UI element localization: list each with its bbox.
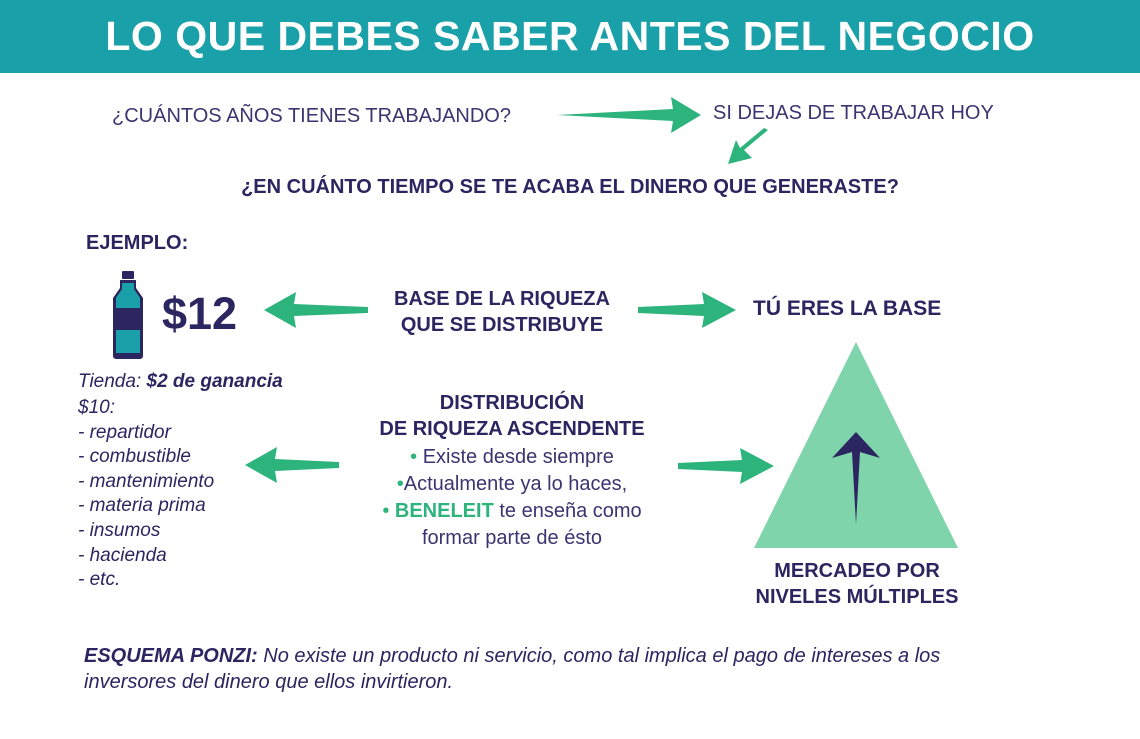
- mlm-label: MERCADEO POR NIVELES MÚLTIPLES: [718, 558, 996, 610]
- bullet-item-continued: formar parte de ésto: [421, 527, 603, 549]
- wealth-base: BASE DE LA RIQUEZA QUE SE DISTRIBUYE: [372, 286, 632, 338]
- arrow-left-icon: [264, 292, 368, 328]
- bullet-icon: •: [396, 473, 404, 495]
- ponzi-text: No existe un producto ni servicio, como …: [257, 645, 941, 667]
- main-question: ¿EN CUÁNTO TIEMPO SE TE ACABA EL DINERO …: [241, 176, 899, 198]
- page-title: LO QUE DEBES SABER ANTES DEL NEGOCIO: [105, 13, 1035, 59]
- ponzi-note: ESQUEMA PONZI: No existe un producto ni …: [84, 643, 1084, 695]
- cost-total: $10:: [78, 397, 115, 418]
- list-item: - insumos: [78, 519, 161, 541]
- list-item: - mantenimiento: [78, 470, 215, 492]
- list-item: - combustible: [78, 446, 191, 468]
- store-profit: $2 de ganancia: [146, 371, 283, 392]
- distribution-bullets: • Existe desde siempre •Actualmente ya l…: [332, 444, 692, 552]
- arrow-down-left-icon: [728, 128, 768, 164]
- header-banner: LO QUE DEBES SABER ANTES DEL NEGOCIO: [0, 0, 1140, 73]
- arrow-up-icon: [832, 432, 880, 524]
- distribution-line2: DE RIQUEZA ASCENDENTE: [379, 418, 645, 440]
- bullet-text: Existe desde siempre: [422, 446, 614, 468]
- ponzi-label: ESQUEMA PONZI:: [84, 645, 258, 667]
- arrow-right-icon: [638, 292, 736, 328]
- example-label: EJEMPLO:: [86, 232, 189, 254]
- bullet-item: • Existe desde siempre: [332, 444, 692, 471]
- bullet-item: • BENELEIT te enseña como: [332, 498, 692, 525]
- list-item: - repartidor: [78, 421, 171, 443]
- brand-name: BENELEIT: [394, 500, 494, 522]
- bullet-text: te enseña como: [493, 500, 642, 522]
- wealth-base-line1: BASE DE LA RIQUEZA: [394, 288, 610, 310]
- arrow-right-icon: [557, 97, 701, 133]
- bullet-icon: •: [410, 446, 418, 468]
- list-item: - etc.: [78, 569, 121, 591]
- arrow-left-icon: [245, 447, 339, 483]
- bullet-text: Actualmente ya lo haces,: [403, 473, 628, 495]
- bottle-icon: [113, 271, 143, 359]
- bullet-icon: •: [382, 500, 390, 522]
- list-item: - materia prima: [78, 495, 206, 517]
- mlm-line1: MERCADEO POR: [774, 560, 940, 582]
- price-value: $12: [162, 288, 238, 339]
- mlm-line2: NIVELES MÚLTIPLES: [755, 586, 959, 608]
- wealth-base-line2: QUE SE DISTRIBUYE: [400, 314, 604, 336]
- store-prefix: Tienda:: [78, 371, 147, 392]
- you-base: TÚ ERES LA BASE: [753, 297, 942, 320]
- bullet-item: •Actualmente ya lo haces,: [332, 471, 692, 498]
- store-line: Tienda: $2 de ganancia: [78, 370, 283, 395]
- ponzi-line1: ESQUEMA PONZI: No existe un producto ni …: [84, 643, 1084, 669]
- ponzi-line2: inversores del dinero que ellos invirtie…: [84, 671, 454, 693]
- list-item: - hacienda: [78, 544, 167, 566]
- if-stop-text: SI DEJAS DE TRABAJAR HOY: [713, 102, 994, 124]
- arrow-right-icon: [678, 448, 774, 484]
- distribution-title: DISTRIBUCIÓN DE RIQUEZA ASCENDENTE: [352, 390, 672, 442]
- triangle-shape: [754, 342, 958, 548]
- distribution-line1: DISTRIBUCIÓN: [439, 392, 585, 414]
- question-years: ¿CUÁNTOS AÑOS TIENES TRABAJANDO?: [112, 105, 511, 127]
- cost-list: $10: - repartidor - combustible - manten…: [78, 396, 214, 593]
